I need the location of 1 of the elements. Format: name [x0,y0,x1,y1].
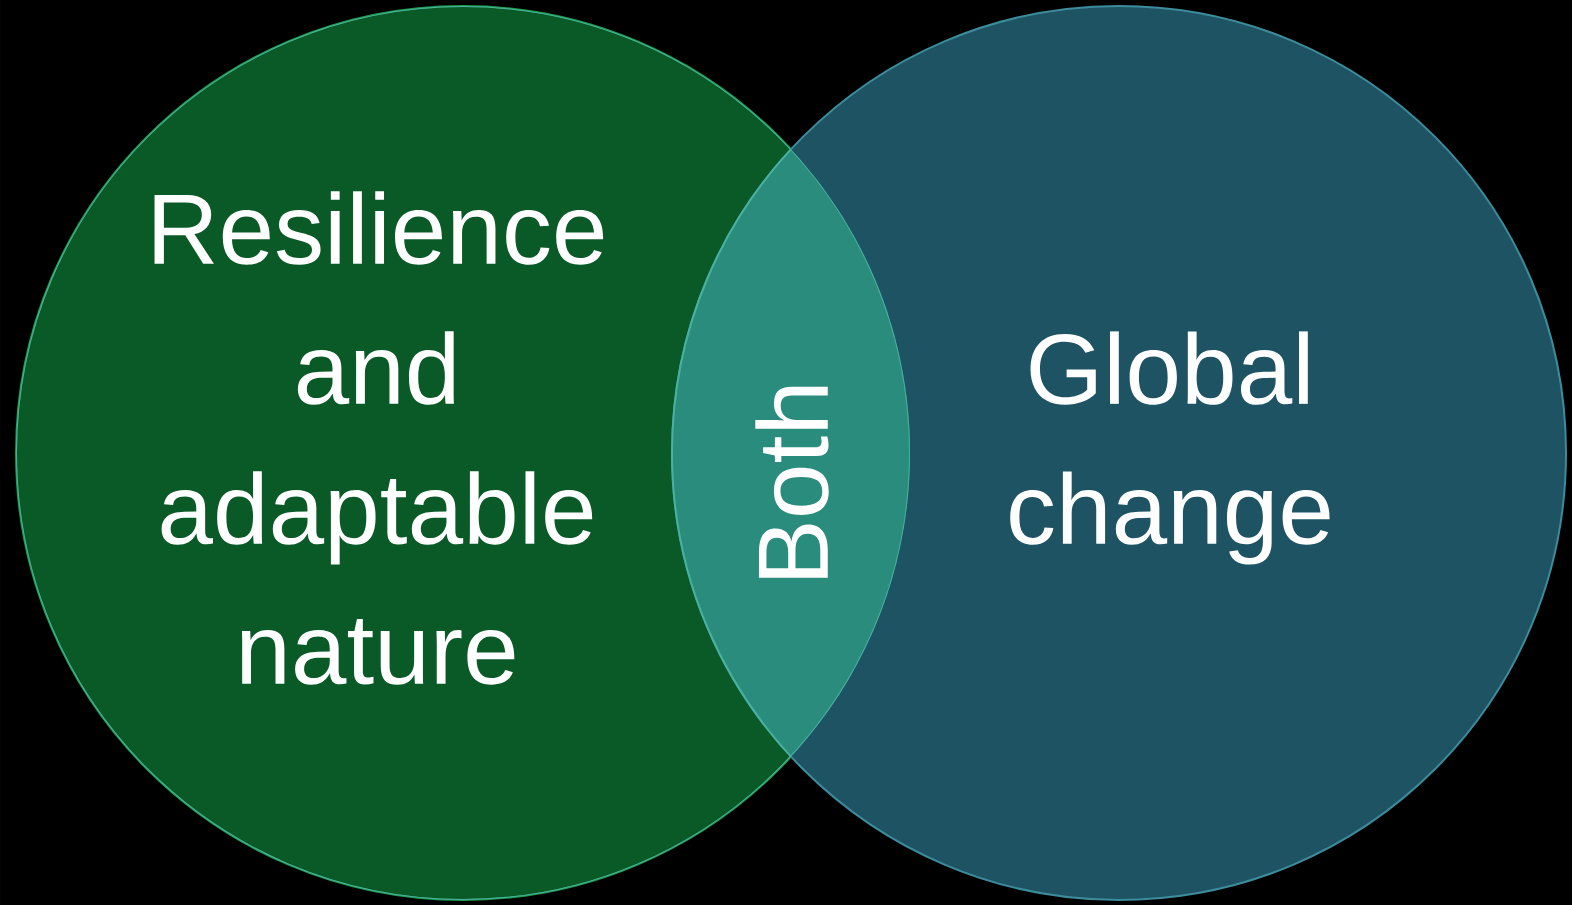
region-label: Both [755,386,829,578]
